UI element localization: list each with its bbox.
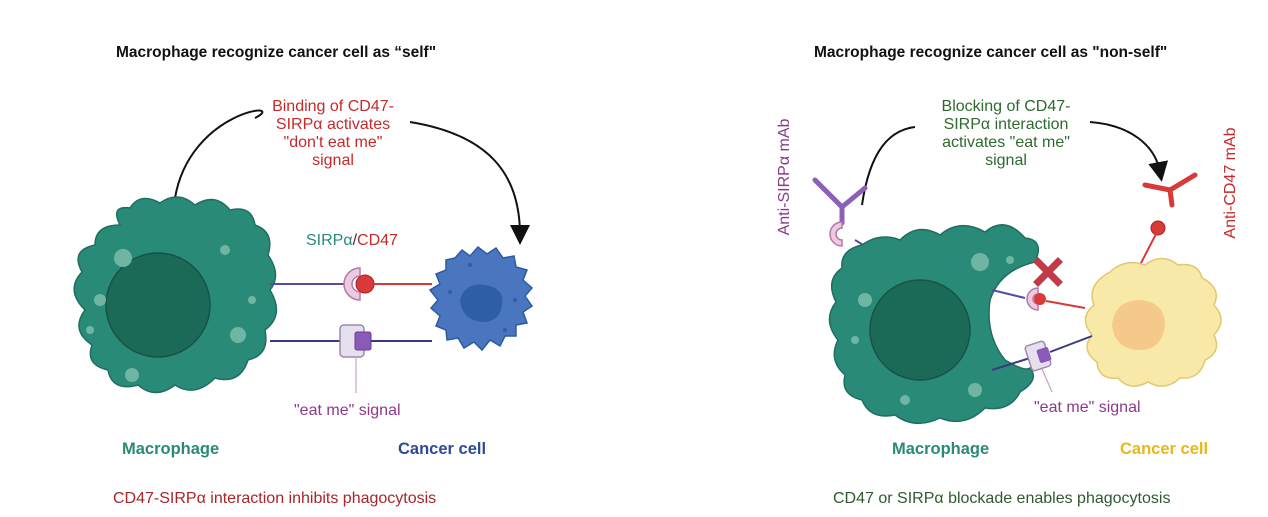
left-sirpa-receptor xyxy=(343,267,361,301)
right-annotation: Blocking of CD47- SIRPα interaction acti… xyxy=(917,98,1095,170)
left-cancer-cell-nucleus xyxy=(460,284,503,322)
left-annotation-line: Binding of CD47- xyxy=(272,98,394,115)
cd47-label: CD47 xyxy=(357,232,398,249)
left-panel-title: Macrophage recognize cancer cell as “sel… xyxy=(116,44,437,61)
left-cancer-cell-label: Cancer cell xyxy=(398,440,487,458)
right-annotation-line: activates "eat me" xyxy=(942,134,1070,151)
left-cd47-ligand xyxy=(355,274,375,294)
left-annotation-line: signal xyxy=(312,152,354,169)
block-x-icon xyxy=(1033,257,1063,287)
anti-cd47-label: Anti-CD47 mAb xyxy=(1222,127,1239,239)
anti-sirpa-label: Anti-SIRPα mAb xyxy=(776,118,793,236)
receptor-separator: / xyxy=(352,232,358,249)
right-cd47-top-ligand xyxy=(1150,220,1166,236)
right-sirpa-receptor-top xyxy=(829,221,843,247)
receptor-pair-label: SIRPα/CD47 xyxy=(306,232,398,250)
right-eatme-pointer xyxy=(1041,368,1053,393)
right-eatme-stalk-left xyxy=(991,357,1031,371)
right-cd47-top-stalk xyxy=(1139,233,1157,266)
left-eat-me-label: "eat me" signal xyxy=(294,402,401,419)
left-annotation-line: "don't eat me" xyxy=(283,134,383,151)
left-annotation-line: SIRPα activates xyxy=(275,116,391,133)
left-macrophage-vesicles xyxy=(86,245,256,382)
right-macrophage-label: Macrophage xyxy=(892,440,990,458)
left-eatme-ligand xyxy=(354,331,372,351)
right-cd47-ligand xyxy=(1034,293,1046,305)
sirpa-label: SIRPα xyxy=(306,232,353,249)
left-macrophage-nucleus xyxy=(105,252,211,358)
right-curved-arrow-left xyxy=(861,126,916,206)
left-cancer-dots xyxy=(448,263,517,332)
right-annotation-line: signal xyxy=(985,152,1027,169)
right-cancer-cell-nucleus xyxy=(1112,300,1165,350)
left-curved-arrow-right xyxy=(409,121,530,245)
left-annotation: Binding of CD47- SIRPα activates "don't … xyxy=(258,98,408,170)
right-macrophage-vesicles xyxy=(851,253,1014,405)
left-caption: CD47-SIRPα interaction inhibits phagocyt… xyxy=(113,490,437,507)
right-sirpa-stalk xyxy=(991,289,1026,299)
right-annotation-line: SIRPα interaction xyxy=(943,116,1069,133)
right-eatme-stalk-right xyxy=(1049,335,1093,353)
right-annotation-line: Blocking of CD47- xyxy=(941,98,1071,115)
left-macrophage-label: Macrophage xyxy=(122,440,220,458)
right-caption: CD47 or SIRPα blockade enables phagocyto… xyxy=(833,490,1171,507)
left-curved-arrow xyxy=(174,109,264,199)
right-eat-me-label: "eat me" signal xyxy=(1034,399,1141,416)
right-eatme-ligand xyxy=(1036,347,1052,363)
right-sirpa-receptor xyxy=(1026,287,1039,311)
right-cancer-cell-label: Cancer cell xyxy=(1120,440,1209,458)
right-curved-arrow-right xyxy=(1089,121,1169,182)
anti-sirpa-antibody xyxy=(812,177,868,226)
right-panel-title: Macrophage recognize cancer cell as "non… xyxy=(814,44,1168,61)
right-cd47-stalk xyxy=(1045,300,1086,309)
right-macrophage-nucleus xyxy=(869,279,971,381)
anti-cd47-antibody xyxy=(1142,172,1198,208)
